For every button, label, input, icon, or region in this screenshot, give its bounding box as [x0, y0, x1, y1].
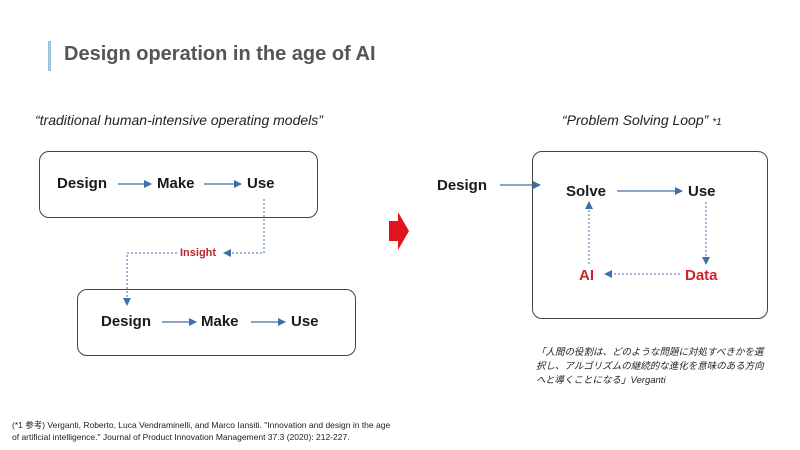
bottom-make-label: Make	[201, 313, 239, 330]
loop-use-label: Use	[688, 183, 716, 200]
right-caption-text: “Problem Solving Loop”	[562, 112, 709, 128]
insight-label: Insight	[180, 247, 217, 259]
top-make-label: Make	[157, 175, 195, 192]
title-accent-bar	[48, 41, 51, 71]
reference-footnote: (*1 参考) Verganti, Roberto, Luca Vendrami…	[12, 419, 390, 443]
transition-arrow	[389, 212, 409, 250]
bottom-use-label: Use	[291, 313, 319, 330]
left-caption: “traditional human-intensive operating m…	[35, 112, 323, 128]
verganti-quote-line: へと導くことになる」Verganti	[536, 375, 666, 386]
insight-feedback-path-left	[123, 252, 177, 306]
top-design-label: Design	[57, 175, 108, 192]
loop-data-label: Data	[685, 267, 718, 284]
loop-solve-label: Solve	[566, 183, 607, 200]
footnote-line: (*1 参考) Verganti, Roberto, Luca Vendrami…	[12, 420, 391, 430]
verganti-quote-line: 択し、アルゴリズムの継続的な進化を意味のある方向	[536, 361, 764, 372]
footnote-line: of artificial intelligence." Journal of …	[12, 432, 350, 442]
slide-title: Design operation in the age of AI	[64, 43, 376, 65]
problem-solving-loop-box	[532, 151, 768, 319]
right-caption-ref: *1	[712, 117, 722, 128]
loop-input-design-label: Design	[437, 177, 488, 194]
top-use-label: Use	[247, 175, 275, 192]
bottom-design-label: Design	[101, 313, 152, 330]
right-caption: “Problem Solving Loop” *1	[562, 112, 722, 128]
insight-feedback-path-right	[223, 199, 265, 257]
traditional-top-box	[39, 151, 318, 218]
verganti-quote-line: 「人間の役割は、どのような問題に対処すべきかを選	[536, 347, 764, 358]
verganti-quote: 「人間の役割は、どのような問題に対処すべきかを選 択し、アルゴリズムの継続的な進…	[536, 346, 781, 388]
loop-ai-label: AI	[579, 267, 594, 284]
